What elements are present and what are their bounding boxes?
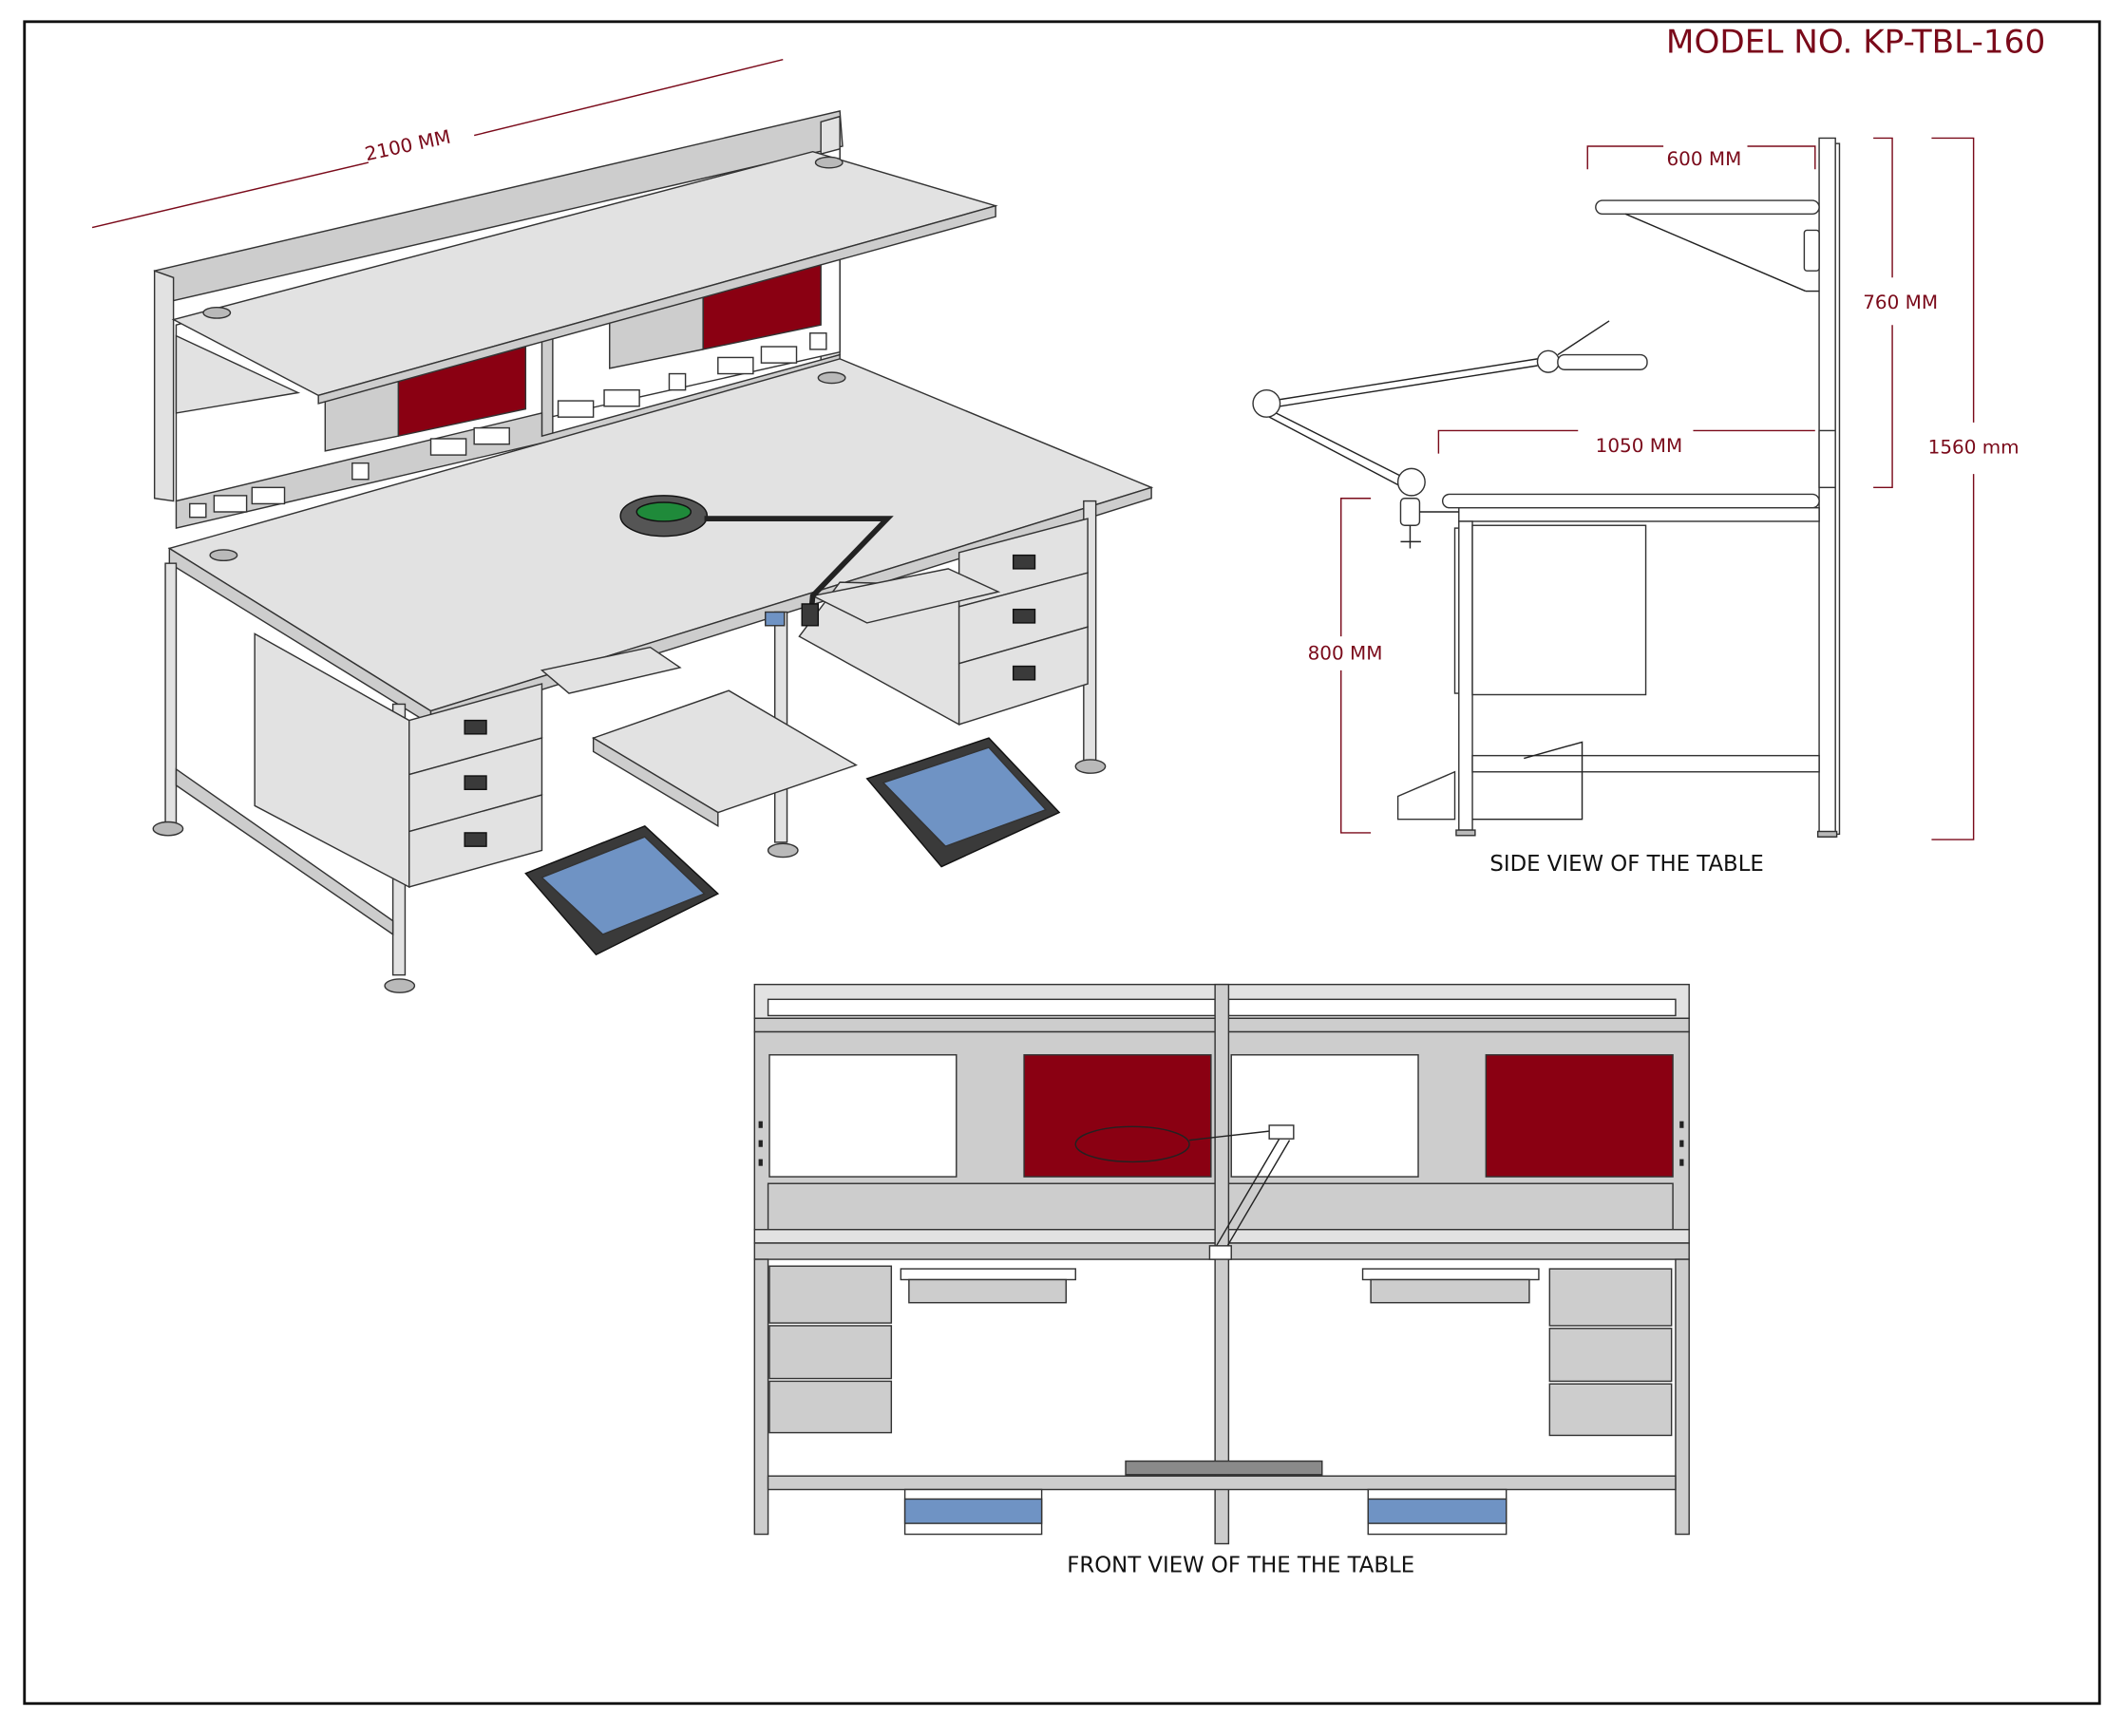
width-dimension: 2100 MM <box>363 125 453 166</box>
red-panel <box>1023 1054 1212 1178</box>
magnifier-lamp <box>619 495 894 627</box>
lamp-side <box>1252 320 1648 549</box>
footrest <box>524 824 720 956</box>
bottom-tray <box>591 689 858 814</box>
front-view: FRONT VIEW OF THE THE TABLE <box>753 983 1690 1577</box>
left-drawers <box>408 683 543 888</box>
side-view-caption: SIDE VIEW OF THE TABLE <box>1489 852 1763 877</box>
front-right-drawers <box>1548 1268 1673 1437</box>
lamp-front <box>1074 1124 1295 1260</box>
dim-table-depth: 1050 MM <box>1596 434 1683 457</box>
front-view-caption: FRONT VIEW OF THE THE TABLE <box>1067 1553 1414 1577</box>
model-title: MODEL NO. KP-TBL-160 <box>1666 24 2045 62</box>
dim-shelf-depth: 600 MM <box>1666 147 1741 170</box>
dim-upper-height: 760 MM <box>1863 291 1938 313</box>
right-drawers <box>958 518 1089 726</box>
drawing-border <box>23 20 2101 1706</box>
red-panel <box>1485 1054 1674 1178</box>
dim-total-height: 1560 mm <box>1928 436 2020 459</box>
isometric-view: 2100 MM <box>91 59 1154 993</box>
footrest <box>865 737 1061 868</box>
dim-table-height: 800 MM <box>1308 641 1383 664</box>
side-view: 600 MM 760 MM 1560 mm 1050 MM 800 MM SID… <box>1252 137 2020 877</box>
front-left-drawers <box>768 1265 893 1434</box>
